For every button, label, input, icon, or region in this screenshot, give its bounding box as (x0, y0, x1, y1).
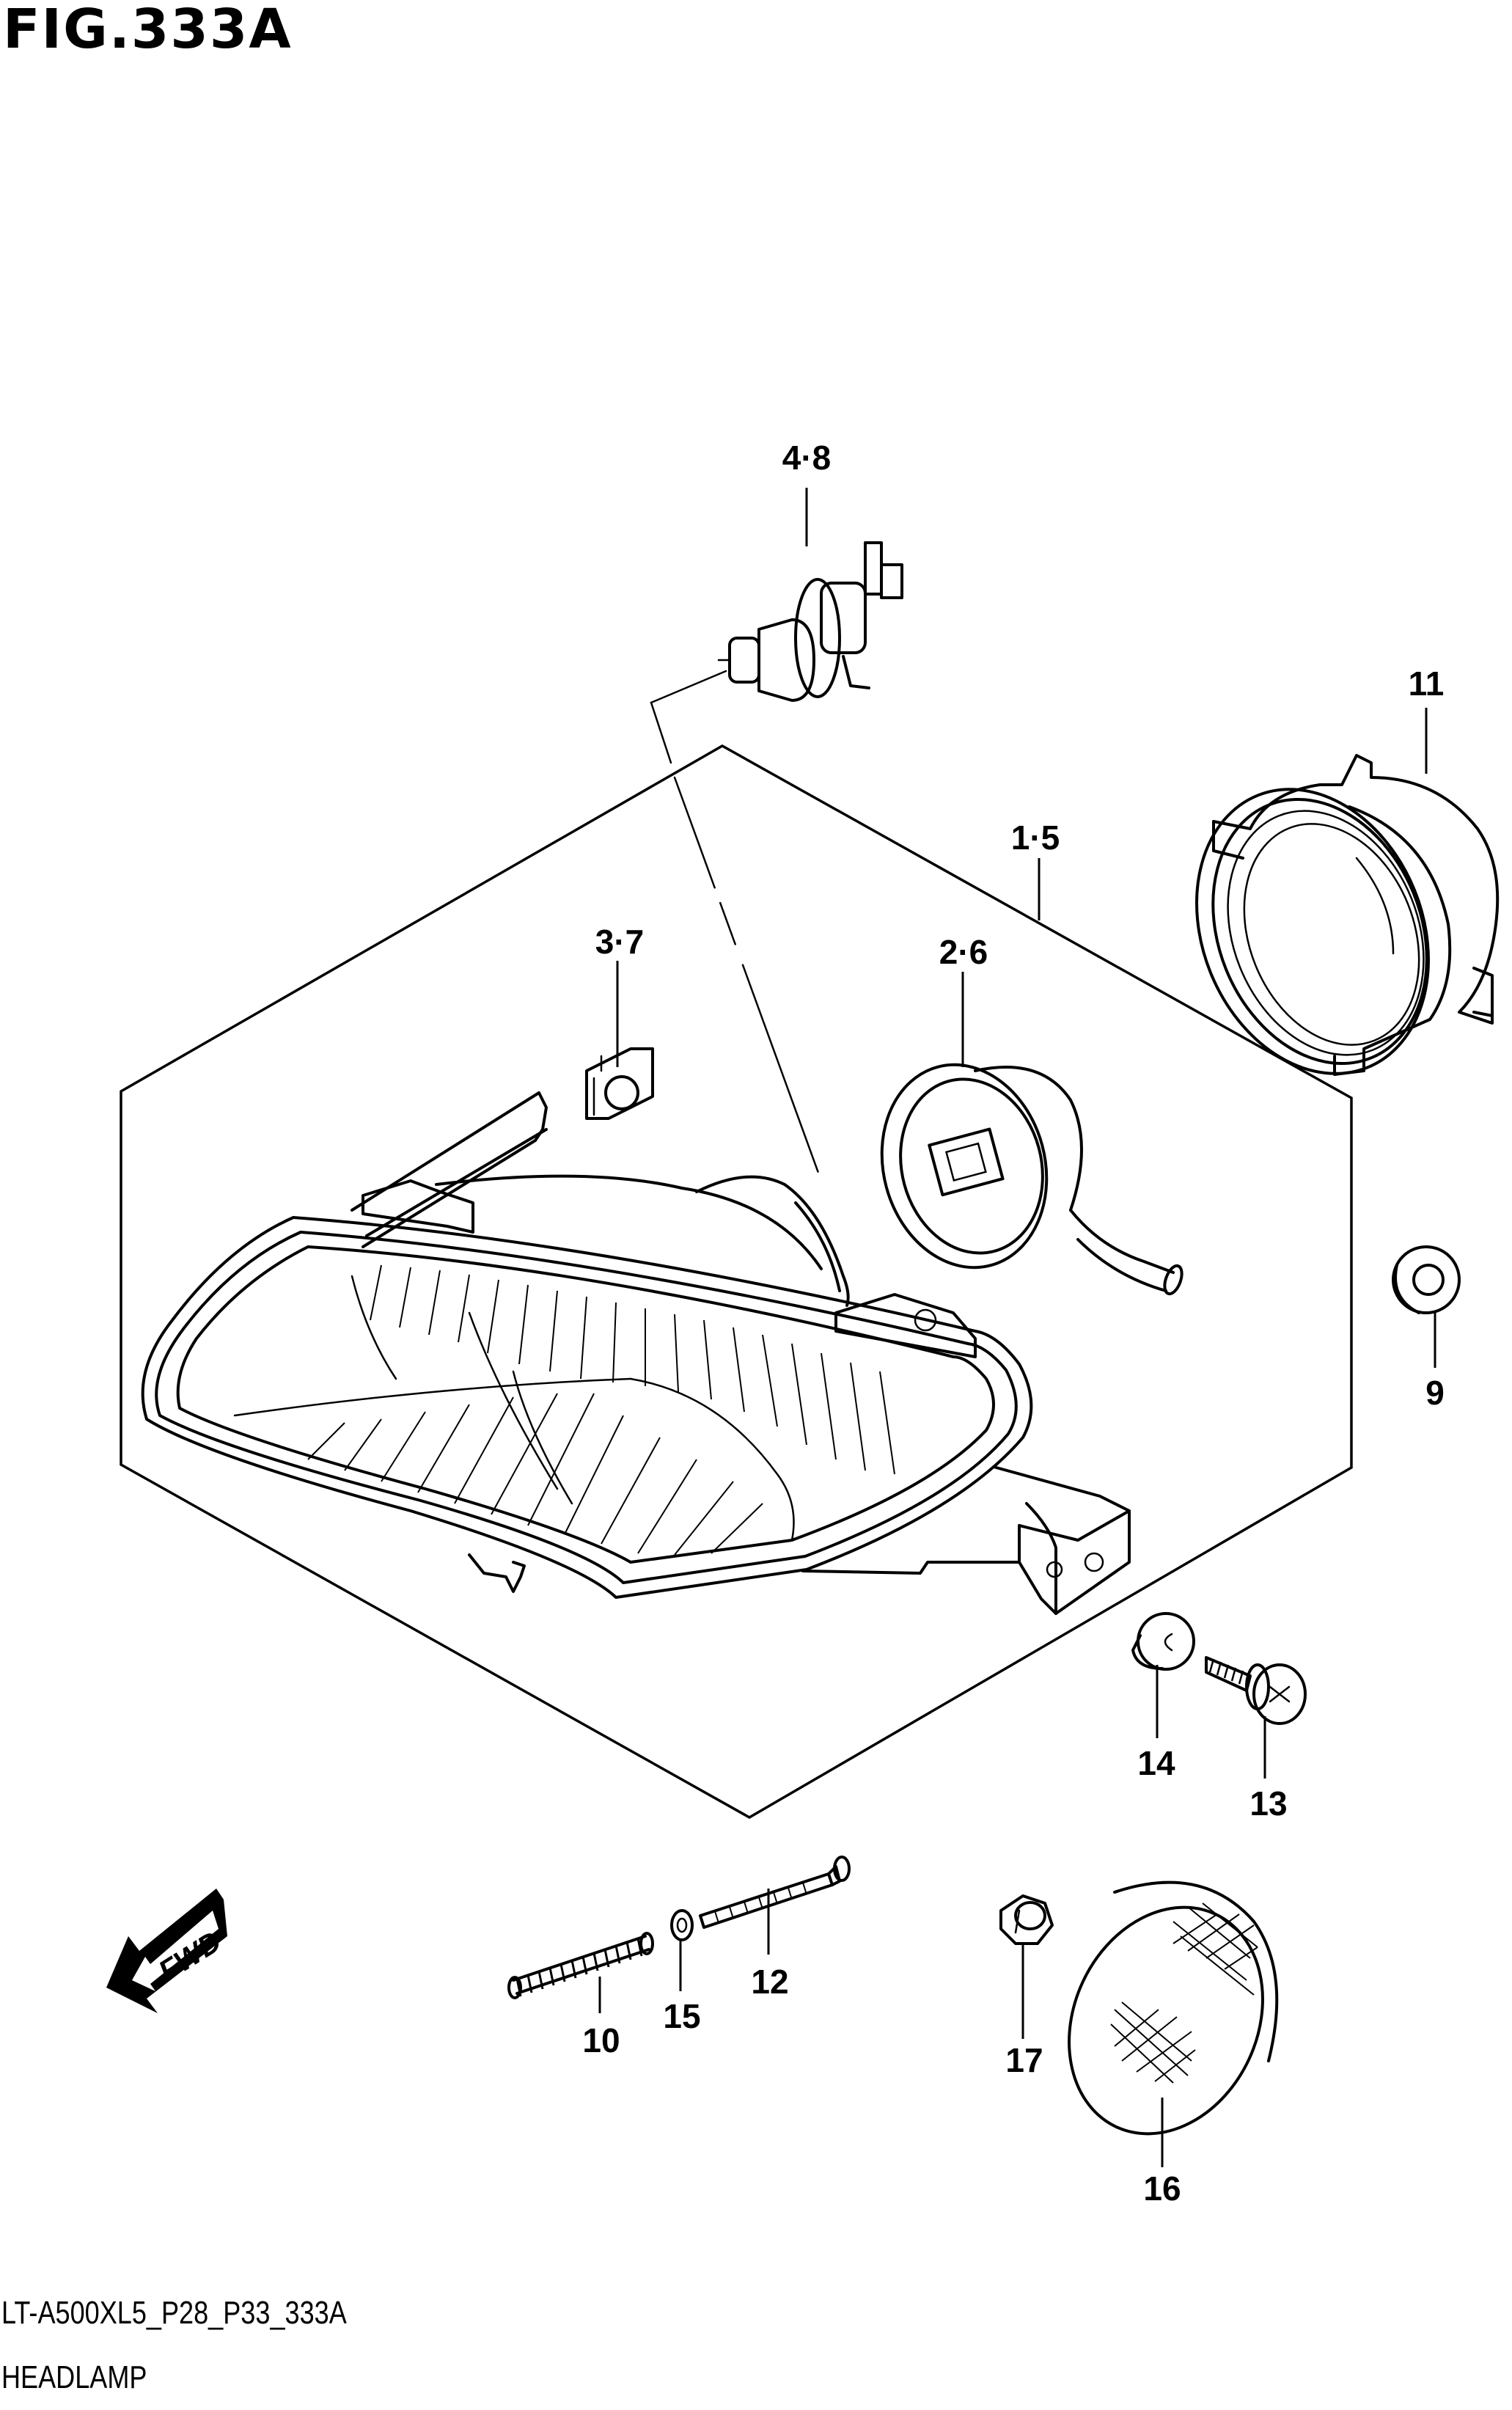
callout-4-8: 4·8 (782, 439, 831, 477)
callout-9: 9 (1425, 1374, 1445, 1412)
washer (670, 1909, 694, 1941)
callout-11: 11 (1409, 664, 1445, 703)
spring (507, 1932, 654, 1999)
bulb-guide-line (650, 670, 727, 764)
screw (1205, 1656, 1307, 1725)
retaining-clip (585, 1047, 654, 1120)
fwd-direction-arrow-icon: FWD (106, 1889, 227, 2013)
callout-2-6: 2·6 (939, 933, 988, 971)
reflector (1068, 1880, 1279, 2136)
cushion (1131, 1612, 1195, 1671)
callout-3-7: 3·7 (595, 923, 644, 961)
callout-17: 17 (1005, 2041, 1043, 2079)
callout-1-5: 1·5 (1011, 818, 1060, 857)
assembly-frame (120, 744, 1353, 1820)
bulb-guide-line-lower (673, 776, 837, 1223)
dust-cover (1195, 754, 1500, 1076)
callout-13: 13 (1249, 1784, 1287, 1823)
callout-14: 14 (1137, 1744, 1175, 1782)
headlamp-housing (141, 1091, 1131, 1615)
headlamp-bulb (717, 541, 903, 702)
callout-15: 15 (663, 1997, 700, 2035)
leader-lines (598, 488, 1436, 2167)
nut (999, 1894, 1054, 1945)
callout-12: 12 (751, 1963, 788, 2001)
drawing-code: LT-A500XL5_P28_P33_333A (1, 2295, 347, 2331)
grommet (1392, 1245, 1461, 1314)
figure-name: HEADLAMP (1, 2359, 147, 2395)
figure-title: FIG.333A (3, 0, 293, 61)
adjusting-screw (699, 1856, 851, 1929)
bulb-socket (880, 1063, 1183, 1296)
callout-labels: 4·8 11 1·5 3·7 2·6 9 14 13 12 10 15 17 1… (582, 439, 1444, 2208)
callout-16: 16 (1143, 2169, 1181, 2208)
callout-10: 10 (582, 2021, 620, 2059)
